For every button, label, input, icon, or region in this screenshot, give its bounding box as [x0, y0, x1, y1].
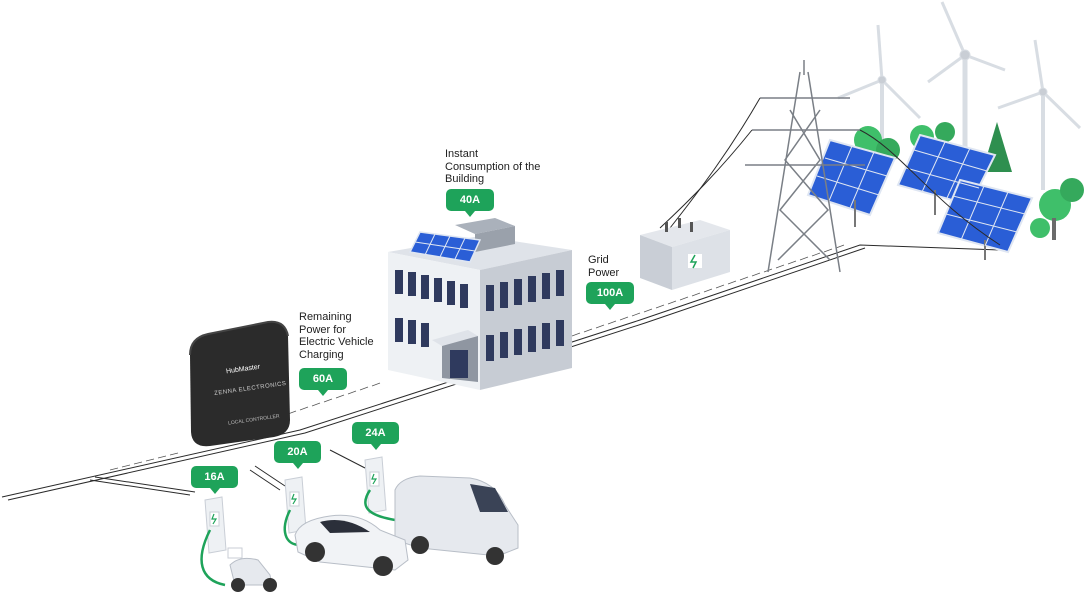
- ev-charger-icon: [200, 496, 227, 587]
- ev-charger-icon: [364, 456, 396, 522]
- ev-charger-icon: [283, 476, 307, 547]
- charger-1-current-badge: 16A: [191, 466, 238, 494]
- grid-power-label: Grid Power: [588, 254, 620, 279]
- local-controller-device: [189, 320, 290, 447]
- building-windows: [395, 270, 564, 361]
- building-current-badge: 40A: [446, 189, 494, 217]
- car-icon: [294, 514, 409, 576]
- scooter-icon: [227, 547, 277, 592]
- power-lines: [659, 97, 1001, 246]
- charger-2-current-badge: 20A: [274, 441, 321, 469]
- van-icon: [394, 475, 519, 565]
- remaining-current-badge: 60A: [299, 368, 347, 396]
- wind-turbine-icon: [997, 39, 1082, 190]
- solar-grid-lines: [816, 141, 1026, 247]
- solar-panel-icon: [806, 138, 897, 227]
- charger-3-current-badge: 24A: [352, 422, 399, 450]
- rooftop-solar-panel: [408, 231, 482, 263]
- remaining-power-label: Remaining Power for Electric Vehicle Cha…: [299, 311, 374, 361]
- grid-current-badge: 100A: [586, 282, 634, 310]
- transmission-tower-icon: [745, 60, 865, 273]
- transformer-icon: [640, 218, 730, 290]
- wind-turbine-icon: [927, 1, 1006, 160]
- building-consumption-label: Instant Consumption of the Building: [445, 148, 541, 185]
- building-entrance: [432, 330, 478, 382]
